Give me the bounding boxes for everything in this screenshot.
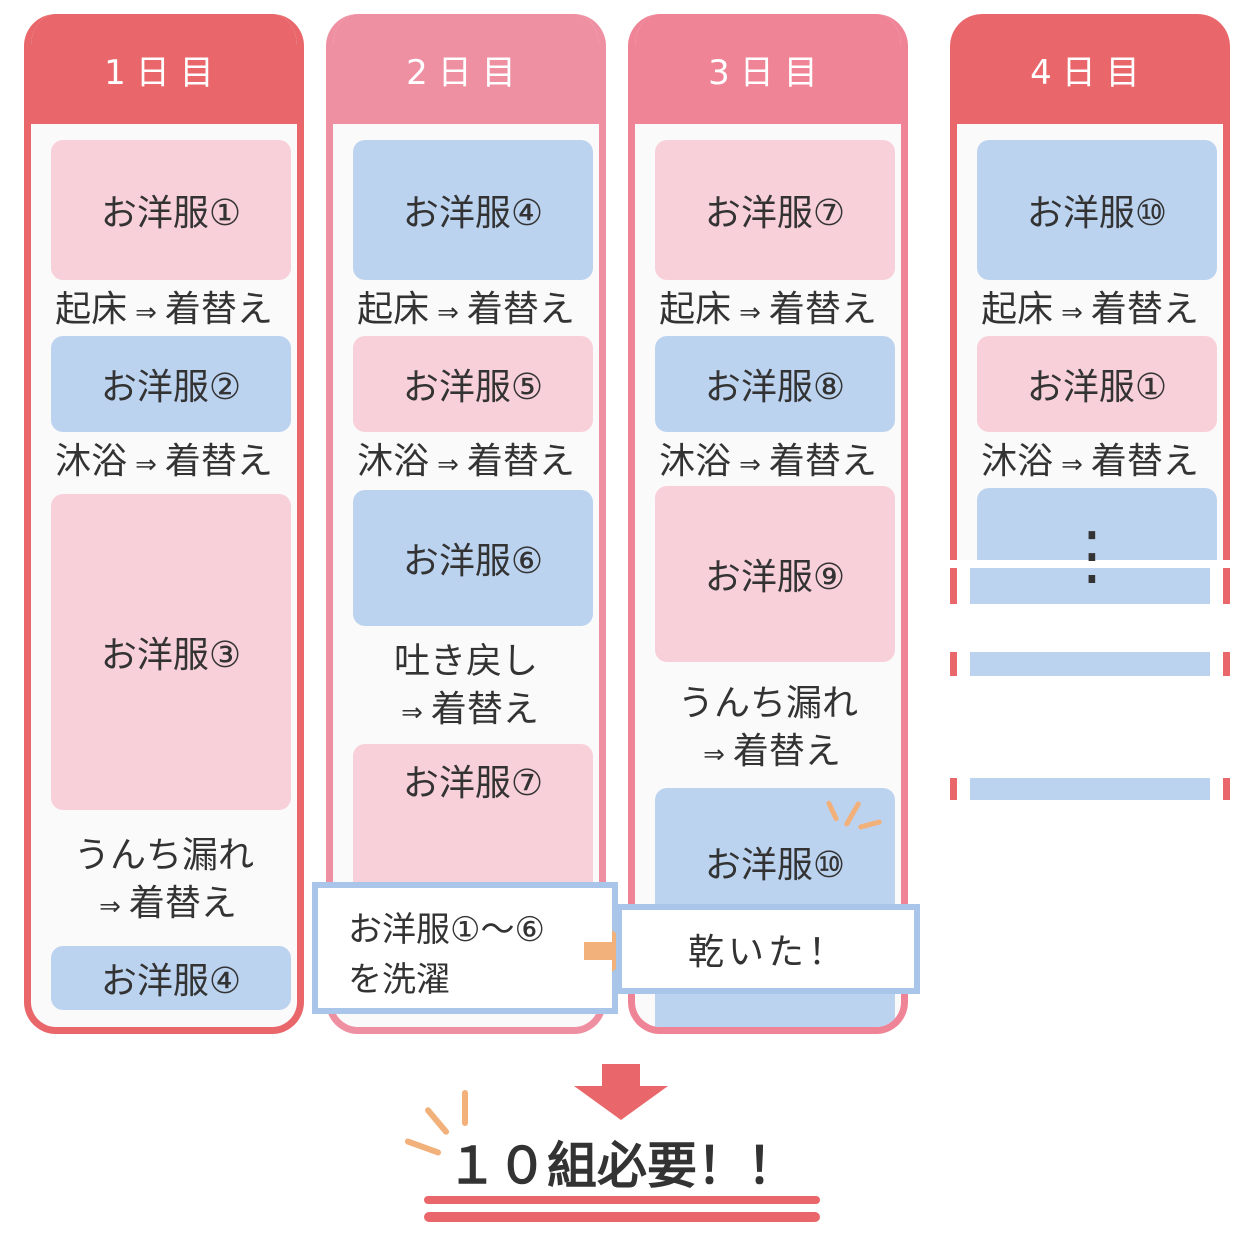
day-4-fade-right	[1223, 568, 1230, 604]
clothes-3-block: お洋服③	[51, 494, 291, 810]
conclusion-underline	[424, 1212, 820, 1222]
clothes-4-block: お洋服④	[51, 946, 291, 1010]
clothes-7-block: お洋服⑦	[655, 140, 895, 280]
laundry-line1: お洋服①〜⑥	[348, 910, 545, 950]
day-4-fade-left	[950, 652, 957, 676]
clothes-1-block: お洋服①	[977, 336, 1217, 432]
day-4-fade-right	[1223, 778, 1230, 800]
wake-change-label: 起床⇒着替え	[659, 289, 877, 330]
bath-change-label: 沐浴⇒着替え	[357, 441, 575, 482]
clothes-8-block: お洋服⑧	[655, 336, 895, 432]
poop-label-line1: うんち漏れ	[73, 835, 254, 876]
poop-label-line2: ⇒着替え	[703, 731, 841, 772]
day-4-body: お洋服⑩ 起床⇒着替え お洋服① 沐浴⇒着替え	[950, 124, 1230, 560]
down-arrow-icon	[574, 1064, 668, 1120]
sparkle-icon	[462, 1090, 468, 1126]
day-4-fade-left	[950, 568, 957, 604]
bath-change-label: 沐浴⇒着替え	[55, 441, 273, 482]
dried-box: 乾いた！	[616, 904, 920, 994]
bath-change-label: 沐浴⇒着替え	[659, 441, 877, 482]
conclusion-underline	[424, 1196, 820, 1204]
wake-change-label: 起床⇒着替え	[55, 289, 273, 330]
clothes-1-block: お洋服①	[51, 140, 291, 280]
day-3-column: 3日目 お洋服⑦ 起床⇒着替え お洋服⑧ 沐浴⇒着替え お洋服⑨ うんち漏れ ⇒…	[628, 14, 908, 1034]
day-4-fade-block	[970, 778, 1210, 800]
day-2-column: 2日目 お洋服④ 起床⇒着替え お洋服⑤ 沐浴⇒着替え お洋服⑥ 吐き戻し ⇒着…	[326, 14, 606, 1034]
clothes-7-block: お洋服⑦	[353, 744, 593, 904]
day-1-column: 1日目 お洋服① 起床⇒着替え お洋服② 沐浴⇒着替え お洋服③ うんち漏れ ⇒…	[24, 14, 304, 1034]
spit-label-line2: ⇒着替え	[401, 689, 539, 730]
clothes-10-block: お洋服⑩	[977, 140, 1217, 280]
day-4-fade-left	[950, 778, 957, 800]
day-1-header: 1日目	[31, 14, 297, 124]
continuation-dots: ⋮	[1060, 519, 1124, 593]
day-2-header: 2日目	[333, 14, 599, 124]
day-4-fade-block	[970, 652, 1210, 676]
clothes-9-block: お洋服⑨	[655, 486, 895, 662]
laundry-box: お洋服①〜⑥ を洗濯	[312, 882, 618, 1014]
poop-label-line2: ⇒着替え	[99, 883, 237, 924]
clothes-6-block: お洋服⑥	[353, 490, 593, 626]
continuation-block	[977, 488, 1217, 560]
day-4-fade-right	[1223, 652, 1230, 676]
dried-label: 乾いた！	[687, 932, 848, 973]
spit-label-line1: 吐き戻し	[393, 641, 538, 682]
laundry-line2: を洗濯	[348, 960, 450, 1000]
clothes-4-block: お洋服④	[353, 140, 593, 280]
poop-label-line1: うんち漏れ	[677, 683, 858, 724]
clothes-5-block: お洋服⑤	[353, 336, 593, 432]
clothes-2-block: お洋服②	[51, 336, 291, 432]
day-4-fade-block	[970, 568, 1210, 604]
day-4-header: 4日目	[950, 14, 1230, 124]
wake-change-label: 起床⇒着替え	[357, 289, 575, 330]
day-4-column: 4日目 お洋服⑩ 起床⇒着替え お洋服① 沐浴⇒着替え	[950, 14, 1230, 834]
bath-change-label: 沐浴⇒着替え	[981, 441, 1199, 482]
conclusion-text: １０組必要！！	[447, 1137, 797, 1195]
day-3-header: 3日目	[635, 14, 901, 124]
wake-change-label: 起床⇒着替え	[981, 289, 1199, 330]
